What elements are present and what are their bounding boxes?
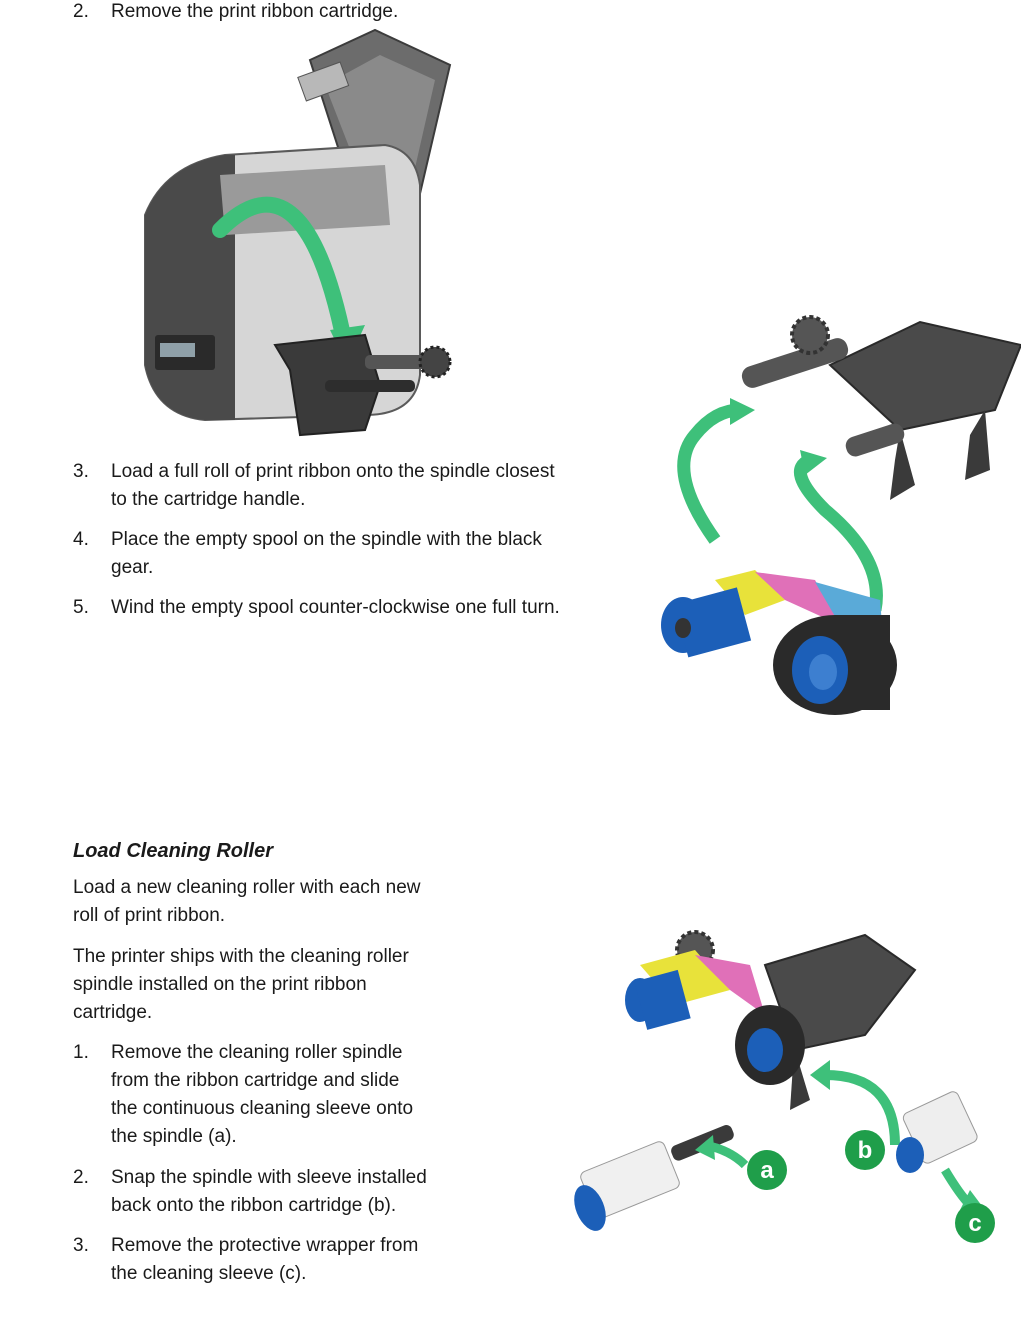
- section-heading: Load Cleaning Roller: [73, 840, 274, 862]
- step-text-line: gear.: [111, 557, 154, 578]
- step-number: 5.: [73, 597, 89, 618]
- step-wind-spool: 5. Wind the empty spool counter-clockwis…: [73, 594, 633, 622]
- printer-illustration: [144, 28, 452, 437]
- cleaning-roller-illustration: a b c: [574, 930, 995, 1243]
- step-text-line: Place the empty spool on the spindle wit…: [111, 529, 542, 550]
- intro-line: The printer ships with the cleaning roll…: [73, 946, 409, 967]
- callout-a: a: [747, 1150, 787, 1190]
- step-remove-spindle: 1. Remove the cleaning roller spindle fr…: [73, 1039, 493, 1151]
- callout-b: b: [845, 1130, 885, 1170]
- step-text-line: to the cartridge handle.: [111, 489, 306, 510]
- step-number: 3.: [73, 461, 89, 482]
- step-number: 2.: [73, 1, 89, 22]
- step-text-line: the cleaning sleeve (c).: [111, 1263, 307, 1284]
- step-text-line: Load a full roll of print ribbon onto th…: [111, 461, 555, 482]
- step-number: 2.: [73, 1167, 89, 1188]
- step-text-line: Remove the cleaning roller spindle: [111, 1042, 403, 1063]
- callout-c-label: c: [968, 1210, 981, 1237]
- step-text: Remove the print ribbon cartridge.: [111, 1, 399, 22]
- step-number: 1.: [73, 1042, 89, 1063]
- step-place-spool: 4. Place the empty spool on the spindle …: [73, 526, 633, 582]
- step-text-line: the continuous cleaning sleeve onto: [111, 1098, 414, 1119]
- intro-line: cartridge.: [73, 1002, 153, 1023]
- intro-paragraph-1: Load a new cleaning roller with each new…: [73, 874, 473, 930]
- intro-paragraph-2: The printer ships with the cleaning roll…: [73, 943, 473, 1027]
- step-text-line: back onto the ribbon cartridge (b).: [111, 1195, 397, 1216]
- step-snap-spindle: 2. Snap the spindle with sleeve installe…: [73, 1164, 493, 1220]
- ribbon-loading-illustration: [661, 315, 1021, 715]
- step-remove-cartridge: 2. Remove the print ribbon cartridge.: [73, 0, 673, 26]
- step-text-line: from the ribbon cartridge and slide: [111, 1070, 400, 1091]
- step-text-line: Wind the empty spool counter-clockwise o…: [111, 597, 560, 618]
- intro-line: Load a new cleaning roller with each new: [73, 877, 421, 898]
- step-text-line: Remove the protective wrapper from: [111, 1235, 419, 1256]
- callout-b-label: b: [858, 1137, 873, 1164]
- step-text-line: Snap the spindle with sleeve installed: [111, 1167, 427, 1188]
- intro-line: spindle installed on the print ribbon: [73, 974, 367, 995]
- callout-c: c: [955, 1203, 995, 1243]
- step-number: 3.: [73, 1235, 89, 1256]
- step-number: 4.: [73, 529, 89, 550]
- step-text-line: the spindle (a).: [111, 1126, 237, 1147]
- step-remove-wrapper: 3. Remove the protective wrapper from th…: [73, 1232, 493, 1288]
- intro-line: roll of print ribbon.: [73, 905, 226, 926]
- callout-a-label: a: [760, 1157, 774, 1184]
- step-load-ribbon: 3. Load a full roll of print ribbon onto…: [73, 458, 633, 514]
